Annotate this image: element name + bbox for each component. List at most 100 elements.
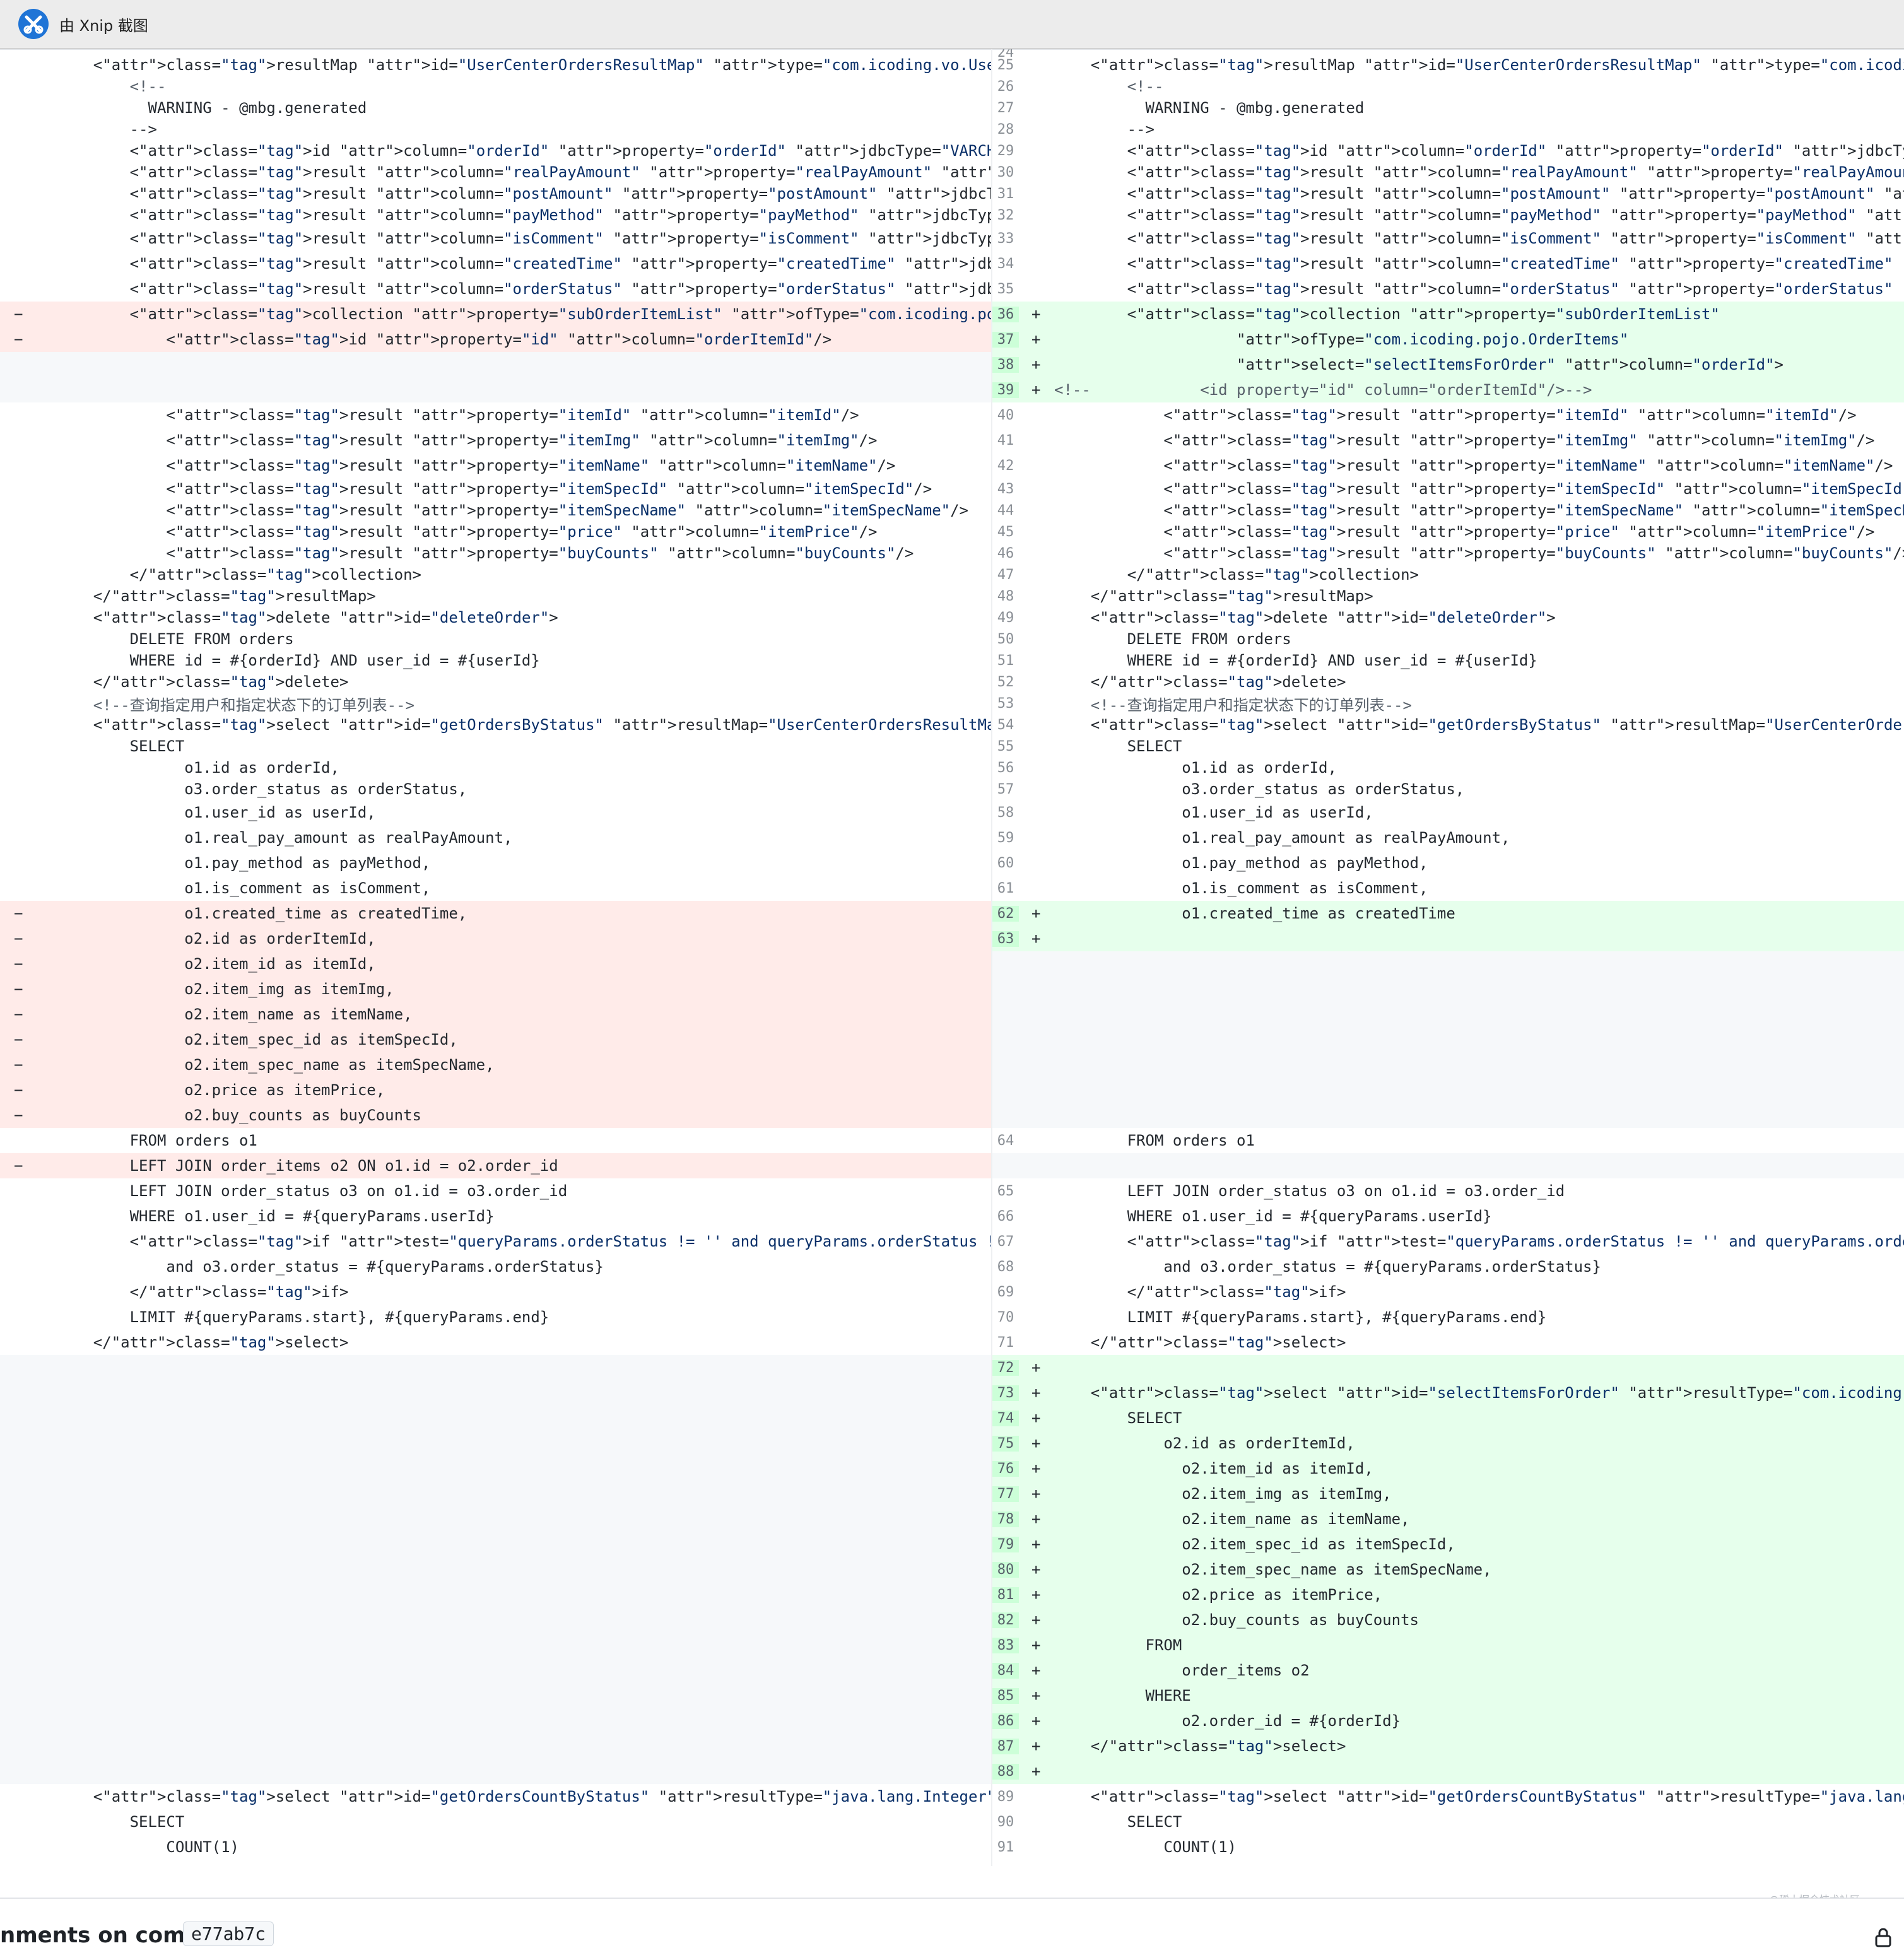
diff-line-left-20[interactable]: <"attr">class="tag">result "attr">proper… [0,478,991,500]
diff-line-left-25[interactable]: </"attr">class="tag">resultMap> [0,585,991,607]
diff-line-right-57[interactable]: 72+ [992,1355,1904,1380]
line-number[interactable]: 49 [997,609,1014,626]
line-number[interactable]: 24 [997,49,1014,61]
diff-line-right-54[interactable]: 69 </"attr">class="tag">if> [992,1279,1904,1305]
diff-line-left-50[interactable]: LEFT JOIN order_status o3 on o1.id = o3.… [0,1178,991,1204]
line-number[interactable]: 73 [992,1385,1019,1401]
diff-line-left-75[interactable]: SELECT [0,1809,991,1834]
diff-line-right-42[interactable] [992,977,1904,1002]
line-number[interactable]: 61 [997,880,1014,896]
diff-line-right-44[interactable] [992,1027,1904,1052]
line-number[interactable]: 76 [992,1460,1019,1477]
diff-line-left-23[interactable]: <"attr">class="tag">result "attr">proper… [0,543,991,564]
diff-line-left-27[interactable]: DELETE FROM orders [0,628,991,650]
diff-line-left-58[interactable] [0,1380,991,1405]
diff-line-left-32[interactable]: SELECT [0,736,991,757]
diff-line-right-50[interactable]: 65 LEFT JOIN order_status o3 on o1.id = … [992,1178,1904,1204]
diff-line-right-11[interactable]: 34 <"attr">class="tag">result "attr">col… [992,251,1904,276]
diff-line-right-28[interactable]: 51 WHERE id = #{orderId} AND user_id = #… [992,650,1904,671]
line-number[interactable]: 50 [997,631,1014,647]
diff-line-left-17[interactable]: <"attr">class="tag">result "attr">proper… [0,402,991,428]
diff-line-left-11[interactable]: <"attr">class="tag">result "attr">column… [0,251,991,276]
diff-line-left-19[interactable]: <"attr">class="tag">result "attr">proper… [0,453,991,478]
line-number[interactable]: 48 [997,588,1014,604]
line-number[interactable]: 74 [992,1410,1019,1426]
diff-line-left-24[interactable]: </"attr">class="tag">collection> [0,564,991,585]
diff-line-right-9[interactable]: 32 <"attr">class="tag">result "attr">col… [992,204,1904,226]
line-number[interactable]: 86 [992,1713,1019,1729]
diff-line-right-38[interactable]: 61 o1.is_comment as isComment, [992,876,1904,901]
line-number[interactable]: 31 [997,185,1014,202]
diff-line-right-67[interactable]: 82+ o2.buy_counts as buyCounts [992,1607,1904,1633]
diff-line-left-2[interactable]: <"attr">class="tag">resultMap "attr">id=… [0,54,991,76]
diff-line-right-40[interactable]: 63+ [992,926,1904,951]
line-number[interactable]: 59 [997,830,1014,846]
diff-line-left-41[interactable]: − o2.item_id as itemId, [0,951,991,977]
diff-line-left-39[interactable]: − o1.created_time as createdTime, [0,901,991,926]
line-number[interactable]: 46 [997,545,1014,561]
diff-line-right-61[interactable]: 76+ o2.item_id as itemId, [992,1456,1904,1481]
diff-line-left-40[interactable]: − o2.id as orderItemId, [0,926,991,951]
diff-line-right-25[interactable]: 48 </"attr">class="tag">resultMap> [992,585,1904,607]
diff-left-pane[interactable]: <"attr">class="tag">resultMap "attr">id=… [0,49,991,1866]
diff-line-left-63[interactable] [0,1506,991,1532]
diff-line-right-24[interactable]: 47 </"attr">class="tag">collection> [992,564,1904,585]
diff-line-left-10[interactable]: <"attr">class="tag">result "attr">column… [0,226,991,251]
diff-line-right-2[interactable]: 25 <"attr">class="tag">resultMap "attr">… [992,54,1904,76]
diff-line-right-71[interactable]: 86+ o2.order_id = #{orderId} [992,1708,1904,1734]
line-number[interactable]: 72 [992,1359,1019,1376]
diff-line-left-18[interactable]: <"attr">class="tag">result "attr">proper… [0,428,991,453]
diff-line-left-57[interactable] [0,1355,991,1380]
diff-line-left-61[interactable] [0,1456,991,1481]
line-number[interactable]: 75 [992,1435,1019,1452]
line-number[interactable]: 33 [997,230,1014,247]
line-number[interactable]: 47 [997,566,1014,583]
diff-line-right-39[interactable]: 62+ o1.created_time as createdTime [992,901,1904,926]
line-number[interactable]: 71 [997,1334,1014,1351]
line-number[interactable]: 44 [997,502,1014,519]
diff-line-right-69[interactable]: 84+ order_items o2 [992,1658,1904,1683]
diff-line-right-76[interactable]: 91 COUNT(1) [992,1834,1904,1860]
line-number[interactable]: 70 [997,1309,1014,1325]
diff-line-left-44[interactable]: − o2.item_spec_id as itemSpecId, [0,1027,991,1052]
diff-line-left-35[interactable]: o1.user_id as userId, [0,800,991,825]
diff-line-left-34[interactable]: o3.order_status as orderStatus, [0,778,991,800]
diff-line-left-7[interactable]: <"attr">class="tag">result "attr">column… [0,161,991,183]
diff-line-left-66[interactable] [0,1582,991,1607]
diff-line-left-28[interactable]: WHERE id = #{orderId} AND user_id = #{us… [0,650,991,671]
diff-line-right-51[interactable]: 66 WHERE o1.user_id = #{queryParams.user… [992,1204,1904,1229]
diff-line-left-43[interactable]: − o2.item_name as itemName, [0,1002,991,1027]
line-number[interactable]: 32 [997,207,1014,223]
diff-line-right-49[interactable] [992,1153,1904,1178]
diff-line-left-68[interactable] [0,1633,991,1658]
line-number[interactable]: 29 [997,143,1014,159]
line-number[interactable]: 83 [992,1637,1019,1653]
diff-line-left-38[interactable]: o1.is_comment as isComment, [0,876,991,901]
line-number[interactable]: 69 [997,1284,1014,1300]
diff-line-left-62[interactable] [0,1481,991,1506]
diff-line-right-18[interactable]: 41 <"attr">class="tag">result "attr">pro… [992,428,1904,453]
diff-line-left-69[interactable] [0,1658,991,1683]
diff-line-right-43[interactable] [992,1002,1904,1027]
diff-line-right-66[interactable]: 81+ o2.price as itemPrice, [992,1582,1904,1607]
diff-line-right-30[interactable]: 53 <!--查询指定用户和指定状态下的订单列表--> [992,693,1904,714]
line-number[interactable]: 57 [997,781,1014,797]
diff-line-right-45[interactable] [992,1052,1904,1077]
line-number[interactable]: 39 [992,382,1019,398]
diff-line-left-48[interactable]: FROM orders o1 [0,1128,991,1153]
diff-line-left-14[interactable]: − <"attr">class="tag">id "attr">property… [0,327,991,352]
diff-line-right-29[interactable]: 52 </"attr">class="tag">delete> [992,671,1904,693]
diff-line-right-62[interactable]: 77+ o2.item_img as itemImg, [992,1481,1904,1506]
diff-line-left-76[interactable]: COUNT(1) [0,1834,991,1860]
diff-line-left-46[interactable]: − o2.price as itemPrice, [0,1077,991,1103]
line-number[interactable]: 66 [997,1208,1014,1224]
diff-line-left-49[interactable]: − LEFT JOIN order_items o2 ON o1.id = o2… [0,1153,991,1178]
diff-line-left-30[interactable]: <!--查询指定用户和指定状态下的订单列表--> [0,693,991,714]
diff-line-right-33[interactable]: 56 o1.id as orderId, [992,757,1904,778]
diff-line-right-8[interactable]: 31 <"attr">class="tag">result "attr">col… [992,183,1904,204]
diff-line-right-36[interactable]: 59 o1.real_pay_amount as realPayAmount, [992,825,1904,850]
line-number[interactable]: 36 [992,306,1019,322]
diff-line-left-26[interactable]: <"attr">class="tag">delete "attr">id="de… [0,607,991,628]
diff-line-left-64[interactable] [0,1532,991,1557]
